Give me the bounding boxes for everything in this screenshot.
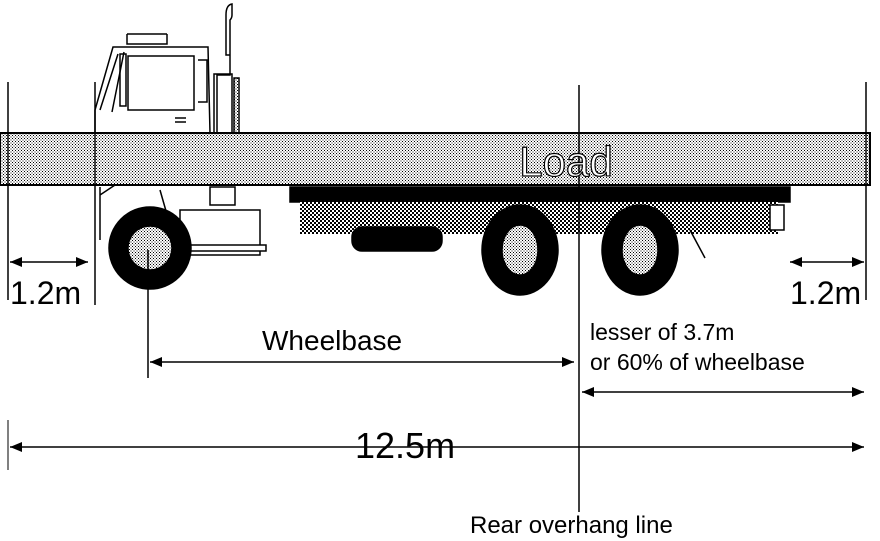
exhaust-stack: [216, 3, 233, 135]
cab-window: [127, 55, 195, 111]
truck-illustration: [0, 3, 871, 296]
rear-wheel-2: [601, 204, 679, 296]
rear-limit-label-line2: or 60% of wheelbase: [590, 349, 805, 375]
load-label: Load: [519, 138, 612, 185]
rear-overhang-label: 1.2m: [790, 275, 861, 311]
cab: [94, 46, 211, 134]
front-wheel: [108, 206, 192, 290]
rear-overhang-line-label: Rear overhang line: [470, 512, 673, 539]
wheelbase-label: Wheelbase: [262, 325, 402, 356]
load-area: [0, 132, 871, 186]
rear-limit-label-line1: lesser of 3.7m: [590, 319, 734, 345]
front-overhang-label: 1.2m: [10, 275, 81, 311]
total-length-label: 12.5m: [355, 425, 455, 466]
rear-wheel-1: [481, 204, 559, 296]
reference-lines: [7, 82, 867, 512]
dimension-arrows: [10, 257, 864, 452]
chassis-rail: [289, 186, 791, 203]
horn: [126, 33, 168, 45]
